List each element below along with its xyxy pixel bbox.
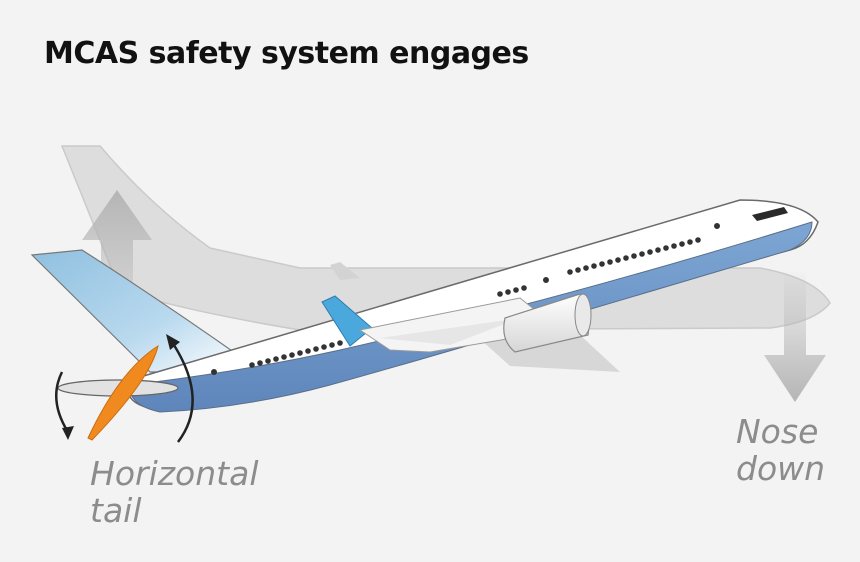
nose-label-line2: down [736,449,826,488]
tail-label-line2: tail [90,491,142,530]
up-arrow-icon [82,190,152,335]
tail-label-line1: Horizontal [90,454,259,493]
horizontal-tail-label: Horizontal tail [90,455,259,529]
page-title: MCAS safety system engages [44,36,529,71]
nose-label-line1: Nose [736,412,819,451]
nose-down-label: Nose down [736,413,825,487]
down-arrow-icon [764,270,826,402]
rotation-arrow-ccw-icon [55,371,74,440]
main-airplane [30,199,819,441]
rotation-arrow-cw-icon [166,334,194,443]
